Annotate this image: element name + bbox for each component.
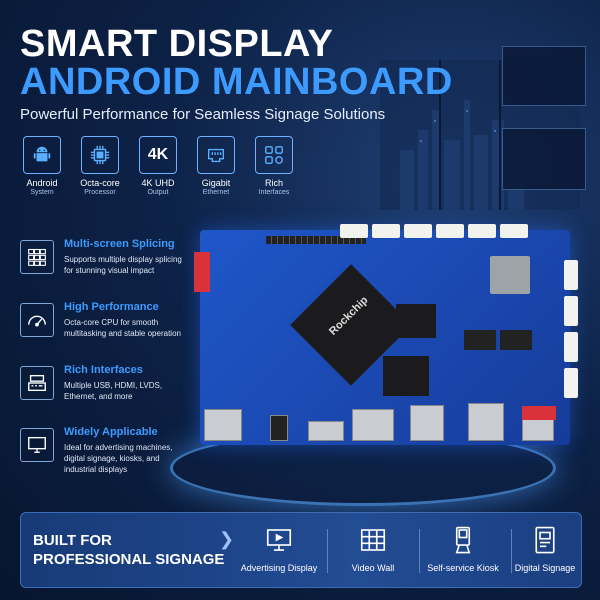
side-feature-title: Multi-screen Splicing	[64, 238, 175, 250]
side-feature-desc: Multiple USB, HDMI, LVDS, Ethernet, and …	[64, 381, 163, 401]
feature-sublabel: Ethernet	[202, 189, 230, 196]
video-wall-icon	[327, 523, 419, 557]
feature-sublabel: Output	[147, 189, 169, 196]
sd-slot	[352, 409, 394, 441]
advertising-display-icon	[233, 523, 325, 557]
banner-title-line: PROFESSIONAL SIGNAGE	[33, 551, 225, 568]
chip	[383, 356, 429, 396]
kiosk-icon	[417, 523, 509, 557]
feature-sublabel: Interfaces	[258, 189, 290, 196]
feature-label: Gigabit	[201, 178, 231, 188]
feature-octa-core: Octa-core Processor	[78, 136, 122, 197]
connector	[564, 332, 578, 362]
feature-android: Android System	[20, 136, 64, 197]
app-self-service-kiosk: Self-service Kiosk	[417, 523, 509, 573]
feature-label: 4K UHD	[141, 178, 175, 188]
feature-sublabel: Processor	[84, 189, 116, 196]
ports-icon	[20, 366, 54, 400]
speedometer-icon	[20, 303, 54, 337]
power-connector	[522, 406, 556, 420]
app-label: Self-service Kiosk	[427, 563, 499, 573]
applications-banner: BUILT FOR PROFESSIONAL SIGNAGE ❯ Adverti…	[20, 512, 582, 588]
chip	[396, 304, 436, 338]
gpio-header	[266, 236, 366, 244]
audio-jack	[270, 415, 288, 441]
divider	[327, 529, 328, 573]
chevron-right-icon: ❯	[219, 529, 235, 549]
connector	[436, 224, 464, 238]
android-icon	[23, 136, 61, 174]
ethernet-port	[204, 409, 242, 441]
info-panel	[502, 128, 586, 190]
app-label: Advertising Display	[240, 563, 318, 573]
feature-label: Rich	[264, 178, 283, 188]
monitor-icon	[20, 428, 54, 462]
divider	[419, 529, 420, 573]
mainboard-image: Rockchip	[194, 218, 578, 458]
feature-sublabel: System	[30, 189, 54, 196]
connector	[564, 296, 578, 326]
connector	[500, 224, 528, 238]
side-feature-desc: Ideal for advertising machines, digital …	[64, 443, 173, 474]
wifi-module	[490, 256, 530, 294]
connector	[340, 224, 368, 238]
ram-chip	[464, 330, 496, 350]
cpu-icon	[81, 136, 119, 174]
hdmi-port	[308, 421, 344, 441]
app-video-wall: Video Wall	[327, 523, 419, 573]
feature-label: Octa-core	[80, 178, 120, 188]
connector	[404, 224, 432, 238]
app-digital-signage: Digital Signage	[499, 523, 591, 573]
feature-4k: 4K 4K UHD Output	[136, 136, 180, 197]
side-feature-title: Widely Applicable	[64, 426, 158, 438]
power-connector	[194, 252, 210, 292]
grid-icon	[20, 240, 54, 274]
digital-signage-icon	[499, 523, 591, 557]
pcb: Rockchip	[194, 224, 578, 445]
banner-title: BUILT FOR PROFESSIONAL SIGNAGE	[33, 531, 224, 569]
app-label: Video Wall	[351, 563, 395, 573]
side-feature-title: Rich Interfaces	[64, 364, 143, 376]
banner-title-line: BUILT FOR	[33, 532, 112, 549]
connector	[372, 224, 400, 238]
page-title-accent: ANDROID MAINBOARD	[20, 61, 453, 103]
info-panel	[502, 46, 586, 106]
side-feature-desc: Supports multiple display splicing for s…	[64, 255, 182, 275]
app-label: Digital Signage	[514, 563, 576, 573]
connector	[564, 260, 578, 290]
page-title: SMART DISPLAY	[20, 23, 334, 65]
usb-port	[410, 405, 444, 441]
usb-port	[468, 403, 504, 441]
interfaces-icon	[255, 136, 293, 174]
ram-chip	[500, 330, 532, 350]
feature-ethernet: Gigabit Ethernet	[194, 136, 238, 197]
4k-icon: 4K	[139, 136, 177, 174]
feature-interfaces: Rich Interfaces	[252, 136, 296, 197]
ethernet-icon	[197, 136, 235, 174]
connector	[468, 224, 496, 238]
feature-row: Android System Octa-core Processor 4K 4K…	[20, 136, 296, 197]
divider	[511, 529, 512, 573]
page-subtitle: Powerful Performance for Seamless Signag…	[20, 106, 386, 123]
side-feature-title: High Performance	[64, 301, 159, 313]
side-feature-desc: Octa-core CPU for smooth multitasking an…	[64, 318, 181, 338]
feature-label: Android	[26, 178, 58, 188]
connector	[564, 368, 578, 398]
app-advertising-display: Advertising Display	[233, 523, 325, 573]
